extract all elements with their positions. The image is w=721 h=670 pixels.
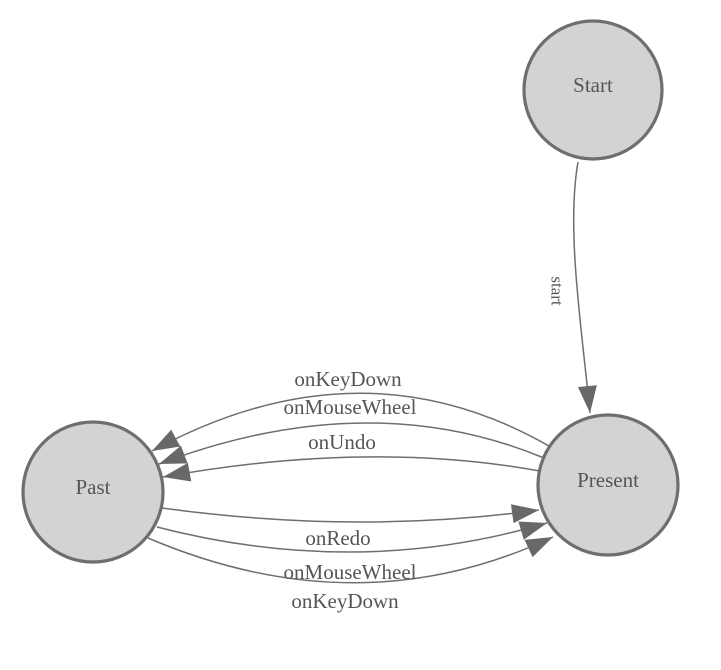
- state-node-present[interactable]: [536, 413, 680, 557]
- arrowhead-past-to-present-onmousewheel: [518, 521, 547, 540]
- edge-label-present-to-past-onmousewheel: onMouseWheel: [284, 395, 417, 419]
- edge-label-past-to-present-onredo: onRedo: [305, 526, 370, 550]
- state-node-label-past: Past: [75, 475, 110, 499]
- edge-start-to-present: [572, 161, 591, 414]
- arrowhead-past-to-present-onkeydown: [524, 537, 553, 558]
- edge-present-to-past-onmousewheel: [158, 422, 545, 465]
- arrowhead-past-to-present-onredo: [510, 504, 539, 524]
- arrowhead-present-to-past-onundo: [163, 462, 192, 482]
- edge-past-to-present-onkeydown: [147, 536, 554, 584]
- arrowhead-present-to-past-onmousewheel: [159, 445, 188, 464]
- arrowhead-start-to-present: [577, 385, 597, 413]
- edge-label-start-to-present: start: [548, 276, 567, 306]
- edge-present-to-past-onkeydown: [151, 392, 550, 452]
- edge-present-to-past-onundo: [162, 456, 541, 478]
- edge-label-past-to-present-onkeydown: onKeyDown: [291, 589, 399, 613]
- state-node-label-present: Present: [577, 468, 639, 492]
- state-node-past[interactable]: [21, 420, 165, 564]
- edge-past-to-present-onmousewheel: [156, 522, 548, 553]
- edge-label-past-to-present-onmousewheel: onMouseWheel: [284, 560, 417, 584]
- edge-past-to-present-onredo: [161, 507, 540, 523]
- edge-label-present-to-past-onkeydown: onKeyDown: [294, 367, 402, 391]
- edge-label-present-to-past-onundo: onUndo: [308, 430, 376, 454]
- arrowhead-present-to-past-onkeydown: [152, 429, 181, 451]
- state-node-start[interactable]: [522, 19, 664, 161]
- state-node-label-start: Start: [573, 73, 613, 97]
